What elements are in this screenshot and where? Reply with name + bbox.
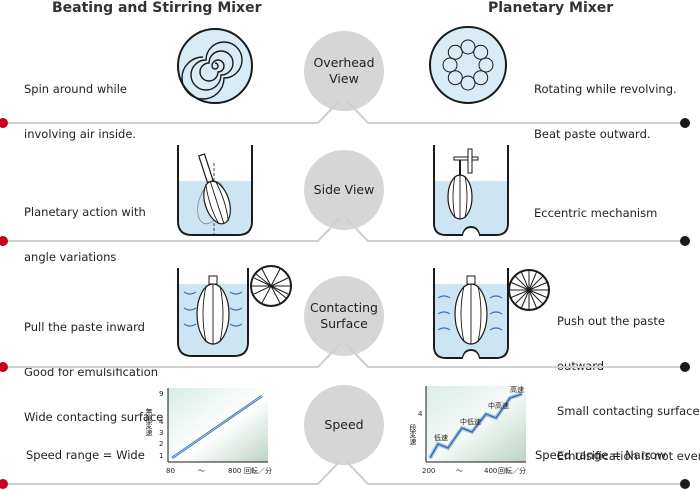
y-tick: 2 bbox=[159, 440, 163, 448]
step-label: 高速 bbox=[510, 385, 524, 394]
text-line: Eccentric mechanism bbox=[534, 206, 658, 220]
text-line: outward bbox=[557, 359, 605, 373]
label-line: Surface bbox=[320, 316, 368, 331]
y-tick: 4 bbox=[159, 418, 164, 426]
label-line: Speed bbox=[324, 417, 364, 432]
row-marker-dot bbox=[680, 236, 690, 246]
label-line: Overhead bbox=[313, 55, 375, 70]
text-line: Pull the paste inward bbox=[24, 320, 145, 334]
text-line: involving air inside. bbox=[24, 127, 137, 141]
text-line: Rotating while revolving. bbox=[534, 82, 677, 96]
sideview-left-text: Planetary action with angle variations bbox=[24, 175, 146, 280]
narrow-speed-graph: 4 段変速 低速 中低速 中高速 高速 200 〜 400 回転／分 bbox=[409, 385, 526, 475]
contact-left-text: Pull the paste inward Good for emulsific… bbox=[24, 290, 163, 440]
row-marker-dot bbox=[0, 236, 8, 246]
x-axis-unit: 回転／分 bbox=[244, 466, 272, 475]
y-tick: 1 bbox=[159, 452, 163, 460]
text-line: Wide contacting surface bbox=[24, 410, 164, 424]
row-marker-dot bbox=[0, 479, 8, 489]
row-marker-dot bbox=[680, 362, 690, 372]
y-axis-title: 無段変速 bbox=[145, 407, 153, 437]
x-tick: 800 bbox=[228, 467, 241, 475]
x-tick: 〜 bbox=[198, 467, 205, 475]
text-line: Emulsification is not even bbox=[557, 449, 700, 463]
step-label: 中高速 bbox=[488, 401, 509, 410]
y-tick: 4 bbox=[418, 410, 423, 418]
section-label-sideview: Side View bbox=[304, 150, 384, 230]
label-line: Side View bbox=[313, 182, 375, 197]
left-header: Beating and Stirring Mixer bbox=[52, 0, 262, 16]
x-tick: 200 bbox=[422, 467, 435, 475]
speed-right-text: Speed range = Narrow bbox=[535, 418, 666, 478]
planetary-overhead-illustration bbox=[429, 26, 507, 104]
row-marker-dot bbox=[0, 118, 8, 128]
step-label: 低速 bbox=[434, 433, 448, 442]
text-line: Speed range = Narrow bbox=[535, 448, 667, 462]
text-line: Planetary action with bbox=[24, 205, 146, 219]
row-marker-dot bbox=[0, 362, 8, 372]
text-line: angle variations bbox=[24, 250, 117, 264]
label-line: View bbox=[329, 71, 359, 86]
x-tick: 〜 bbox=[456, 467, 463, 475]
x-tick: 400 bbox=[484, 467, 497, 475]
overhead-right-text: Rotating while revolving. Beat paste out… bbox=[534, 52, 677, 157]
y-tick: 3 bbox=[159, 429, 163, 437]
beater-side-illustration bbox=[177, 145, 253, 236]
right-header: Planetary Mixer bbox=[488, 0, 614, 16]
x-axis-unit: 回転／分 bbox=[498, 466, 526, 475]
contact-right-text: Push out the paste outward Small contact… bbox=[557, 284, 700, 479]
label-line: Contacting bbox=[310, 300, 378, 315]
text-line: Good for emulsification bbox=[24, 365, 158, 379]
row-marker-dot bbox=[680, 118, 690, 128]
step-label: 中低速 bbox=[460, 417, 481, 426]
speed-left-text: Speed range = Wide bbox=[26, 418, 145, 478]
y-tick: 9 bbox=[159, 390, 163, 398]
beater-overhead-illustration bbox=[177, 28, 253, 104]
sideview-right-text: Eccentric mechanism bbox=[534, 176, 657, 236]
overhead-left-text: Spin around while involving air inside. bbox=[24, 52, 136, 157]
section-label-speed: Speed bbox=[304, 385, 384, 465]
text-line: Small contacting surface bbox=[557, 404, 700, 418]
planetary-side-illustration bbox=[433, 145, 509, 236]
beater-contact-illustration bbox=[177, 265, 292, 357]
wide-speed-graph: 9 4 3 2 1 無段変速 80 〜 800 回転／分 bbox=[145, 388, 272, 475]
x-tick: 80 bbox=[166, 467, 175, 475]
planetary-contact-illustration bbox=[433, 268, 550, 359]
text-line: Push out the paste bbox=[557, 314, 665, 328]
text-line: Speed range = Wide bbox=[26, 448, 145, 462]
y-axis-title: 段変速 bbox=[409, 423, 417, 446]
text-line: Beat paste outward. bbox=[534, 127, 651, 141]
text-line: Spin around while bbox=[24, 82, 127, 96]
row-marker-dot bbox=[680, 479, 690, 489]
